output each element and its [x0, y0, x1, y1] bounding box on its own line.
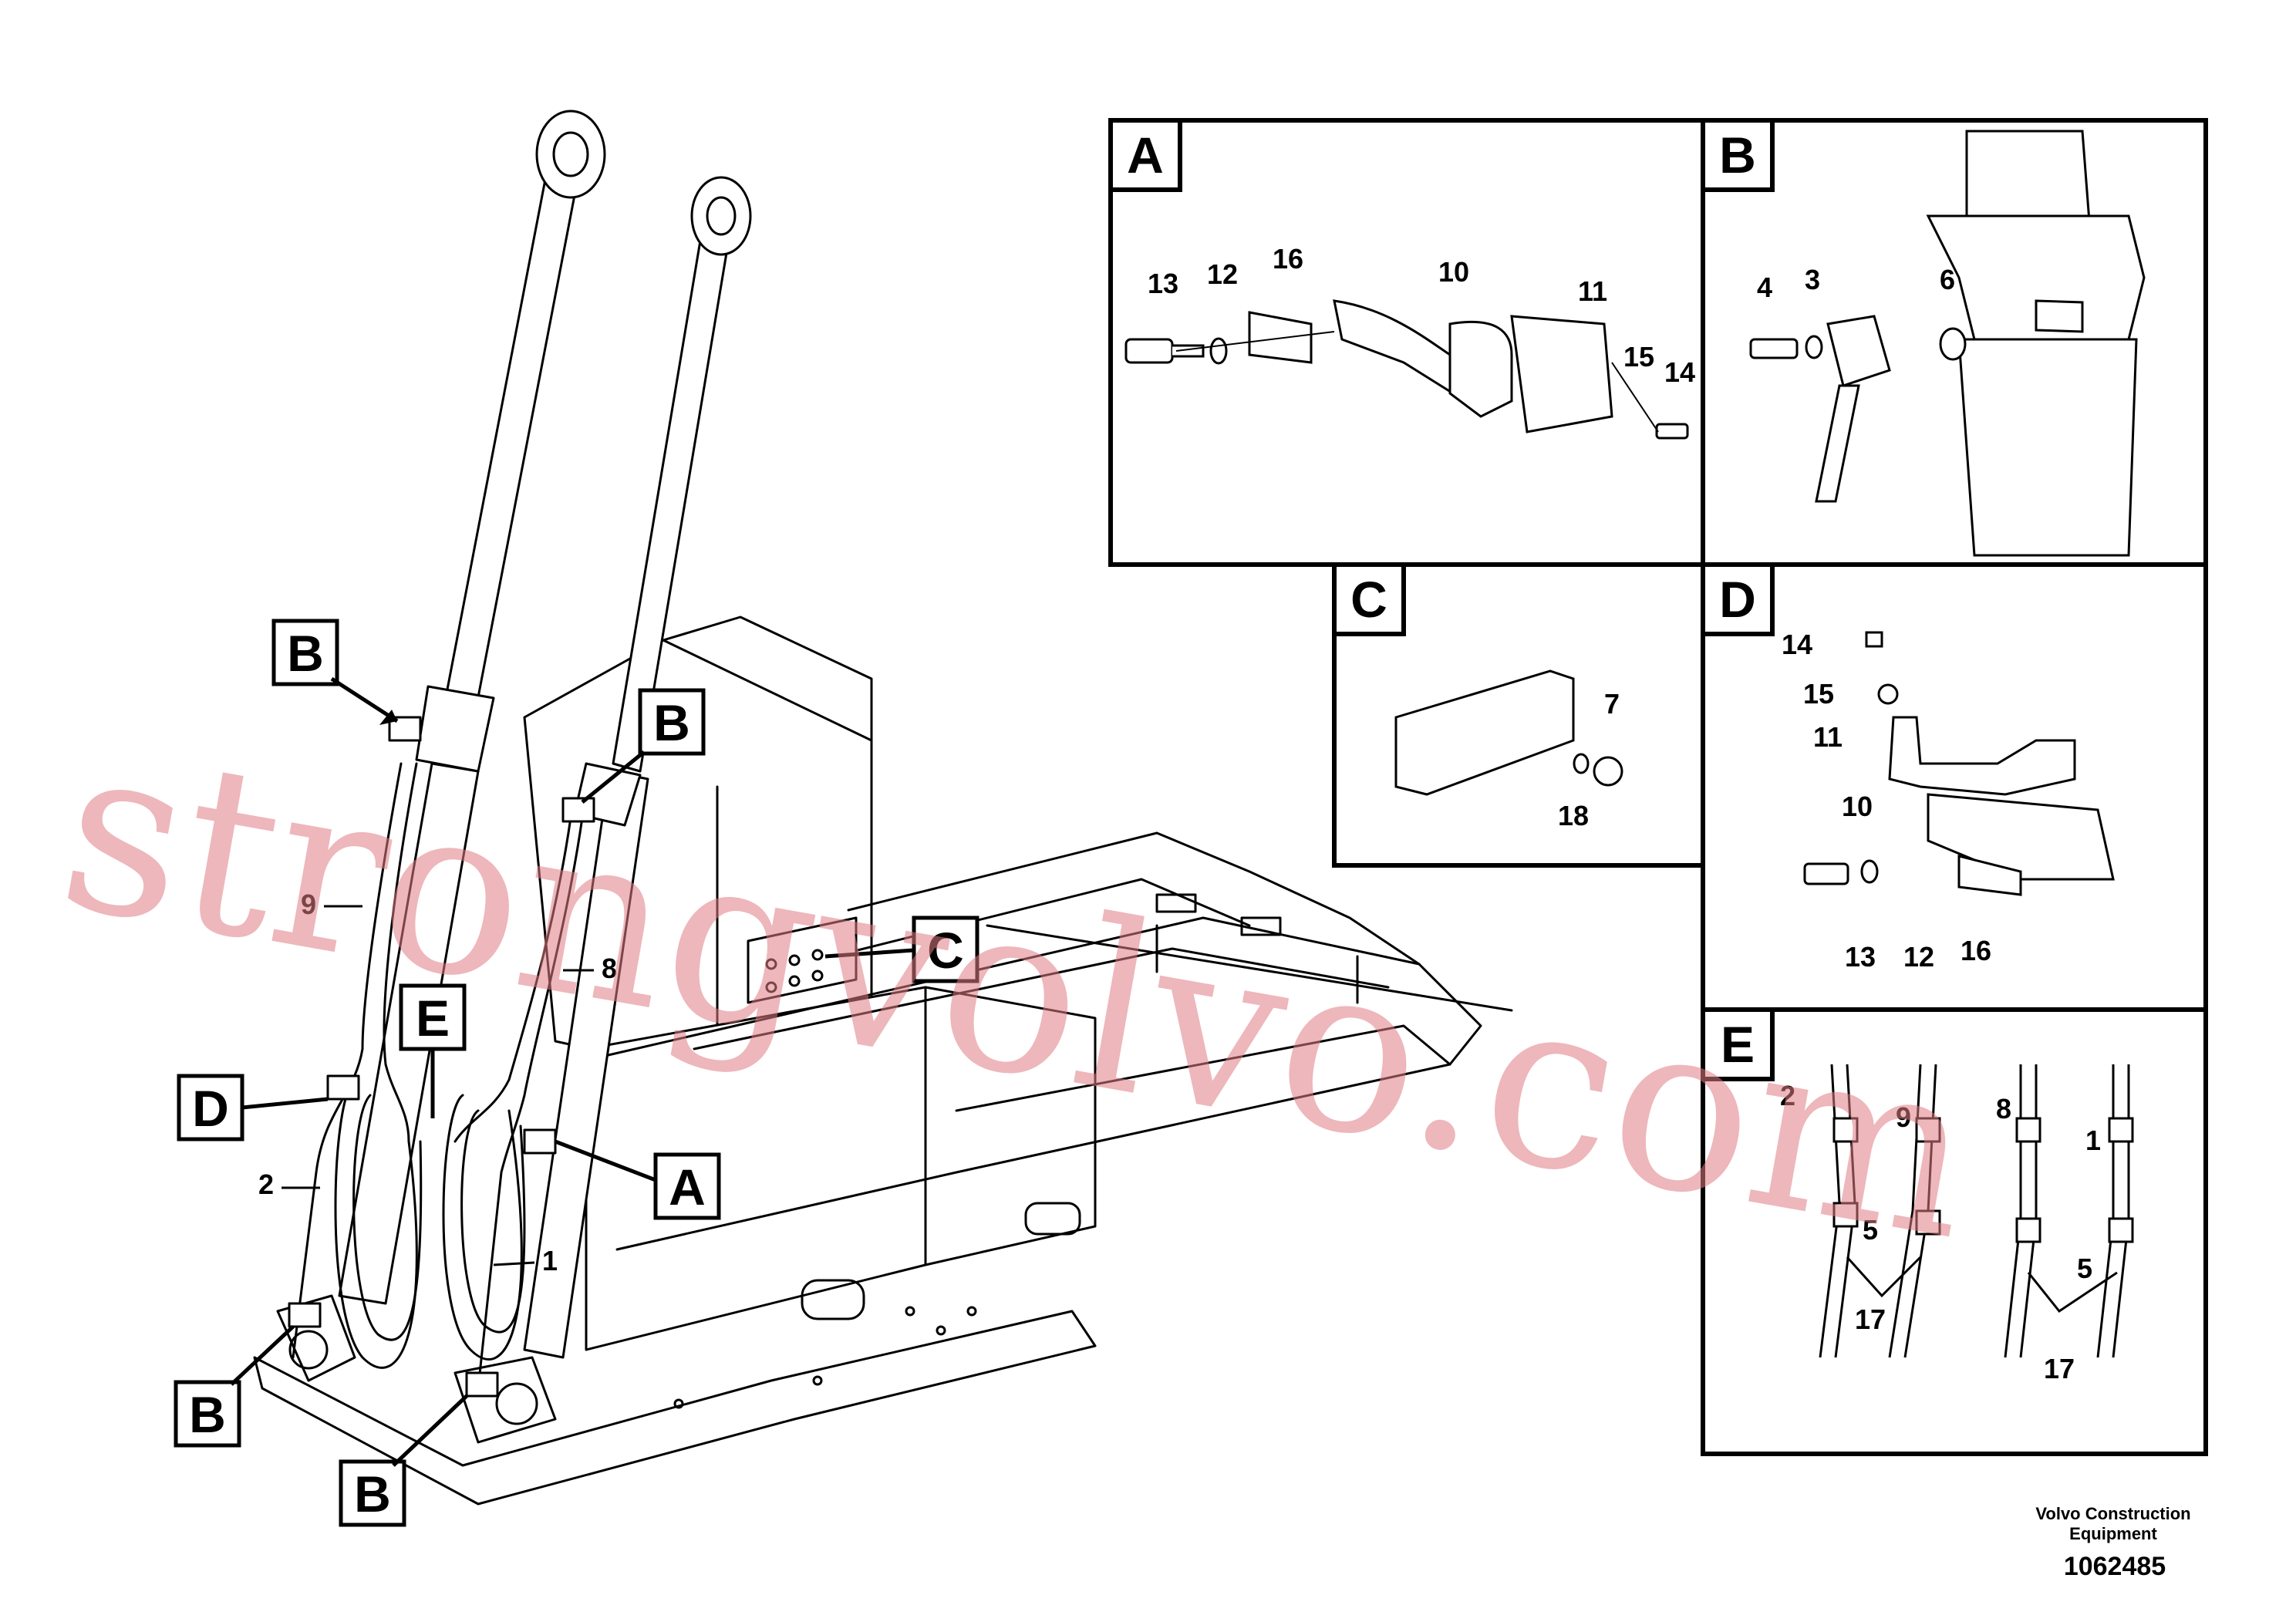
panel-a-label-16: 16 [1273, 243, 1303, 275]
part-label-9: 9 [301, 889, 316, 920]
panel-a-label-11: 11 [1578, 275, 1607, 307]
panel-e-label-17b: 17 [2044, 1353, 2075, 1384]
panel-e-label-8: 8 [1996, 1093, 2011, 1125]
panel-a-label-15: 15 [1623, 341, 1654, 373]
part-label-2: 2 [258, 1168, 274, 1200]
panel-a-label-12: 12 [1207, 258, 1238, 290]
panel-b-label-3: 3 [1805, 264, 1820, 295]
panel-e-label-17a: 17 [1855, 1303, 1886, 1335]
detail-panel-d: D 14 15 11 10 13 12 16 [1701, 562, 2208, 1012]
panel-e-label-5a: 5 [1863, 1214, 1878, 1246]
panel-b-label-6: 6 [1940, 264, 1955, 295]
panel-e-letter: E [1721, 1016, 1755, 1073]
main-callouts: B B C E D A B B 9 8 2 [174, 619, 979, 1527]
detail-panel-b: B 4 3 6 [1701, 118, 2208, 567]
panel-c-label-18: 18 [1558, 800, 1589, 831]
footer: Volvo Construction Equipment 1062485 [2035, 1504, 2190, 1581]
callout-d: D [192, 1080, 229, 1137]
detail-panel-e: E 2 9 8 1 5 5 17 17 [1701, 1007, 2208, 1456]
panel-a-letter: A [1127, 126, 1164, 184]
footer-line-1: Volvo Construction [2035, 1504, 2190, 1523]
panel-e-label-1: 1 [2085, 1125, 2101, 1156]
callout-b-3: B [189, 1386, 226, 1443]
panel-e-label-9: 9 [1896, 1101, 1911, 1133]
part-label-1: 1 [542, 1245, 558, 1276]
panel-c-label-7: 7 [1604, 688, 1620, 720]
panel-e-label-2: 2 [1780, 1080, 1795, 1111]
panel-d-label-16: 16 [1961, 935, 1991, 966]
panel-d-letter: D [1719, 571, 1756, 628]
detail-panel-c: C 7 18 [1332, 562, 1705, 868]
panel-d-label-14: 14 [1782, 629, 1812, 660]
panel-d-label-10: 10 [1842, 791, 1873, 822]
panel-b-label-4: 4 [1757, 271, 1772, 303]
panel-d-label-11: 11 [1813, 721, 1843, 753]
panel-a-label-14: 14 [1664, 356, 1695, 388]
machine-assembly [253, 110, 1513, 1506]
panel-d-label-12: 12 [1903, 941, 1934, 973]
detail-panel-a: A 13 12 16 10 11 15 14 [1108, 118, 1705, 567]
panel-b-letter: B [1719, 126, 1756, 184]
callout-b-1: B [287, 625, 324, 682]
panel-a-label-10: 10 [1438, 256, 1469, 288]
panel-d-label-13: 13 [1845, 941, 1876, 973]
panel-d-label-15: 15 [1803, 678, 1834, 710]
panel-a-label-13: 13 [1148, 268, 1178, 299]
callout-b-2: B [653, 694, 690, 751]
panel-c-letter: C [1350, 571, 1387, 628]
callout-b-4: B [354, 1465, 391, 1523]
panel-e-label-5b: 5 [2077, 1253, 2092, 1284]
drawing-number: 1062485 [2064, 1552, 2166, 1581]
callout-e: E [416, 990, 450, 1047]
callout-a: A [669, 1158, 706, 1216]
part-label-8: 8 [602, 953, 617, 984]
footer-line-2: Equipment [2069, 1524, 2157, 1543]
callout-c: C [927, 922, 964, 979]
